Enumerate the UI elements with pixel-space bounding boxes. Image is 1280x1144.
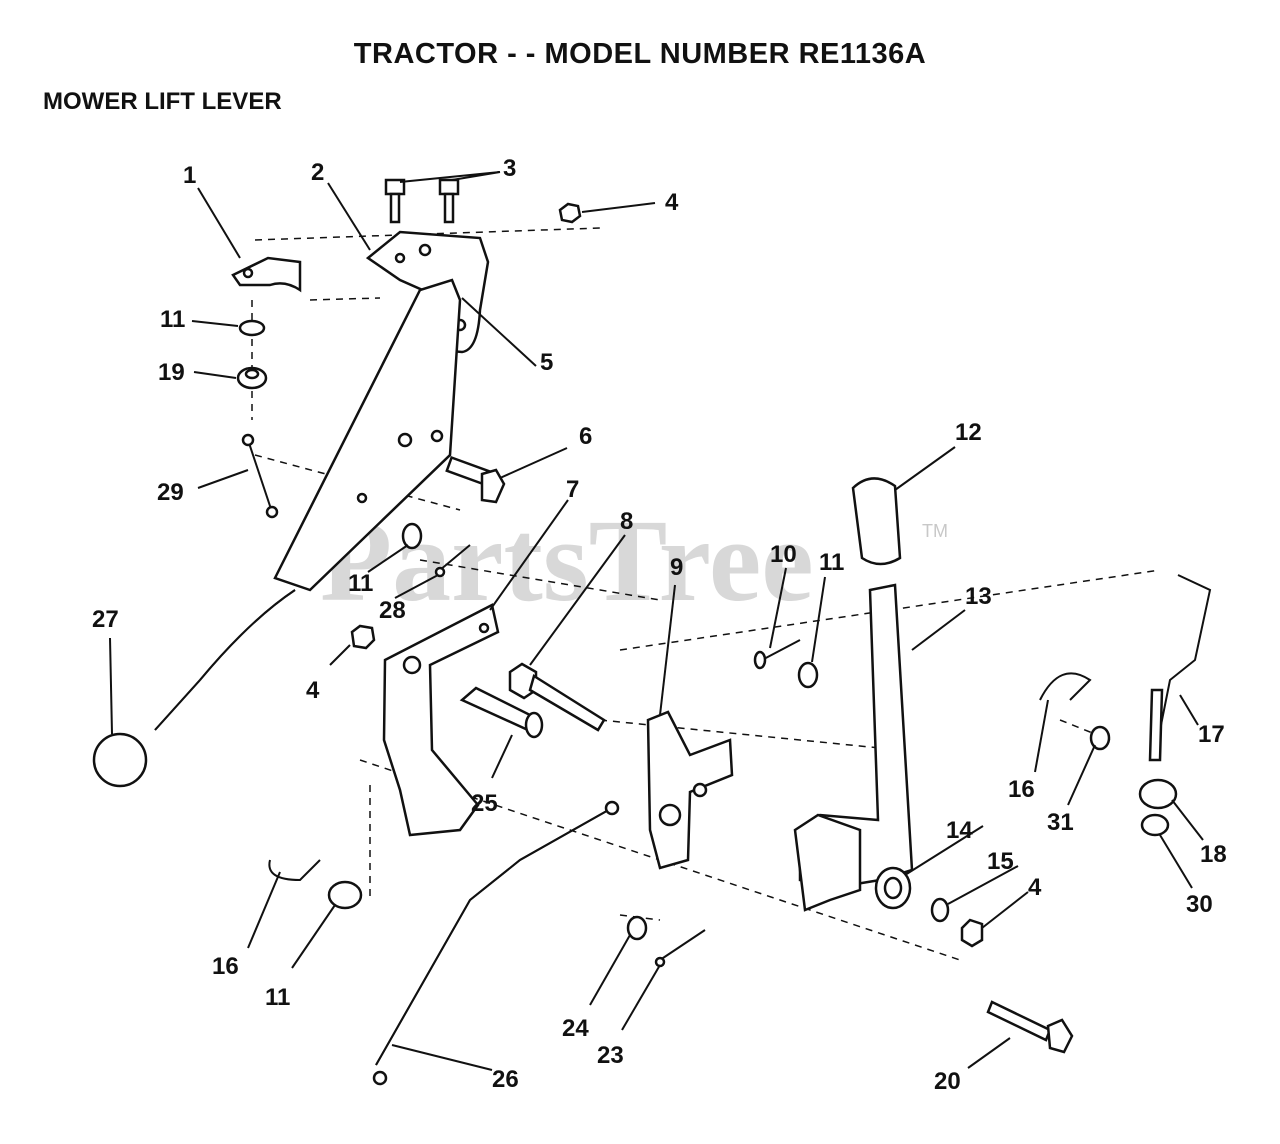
part-26-lift-rod[interactable] [372, 800, 620, 1086]
watermark-trademark: TM [922, 521, 948, 541]
part-5-lift-arm[interactable] [273, 278, 462, 592]
part-19-nut[interactable] [236, 366, 268, 390]
callout-6: 6 [579, 423, 592, 450]
section-title: MOWER LIFT LEVER [43, 88, 282, 115]
callout-30: 30 [1186, 891, 1213, 918]
part-4-nut-right[interactable] [960, 918, 984, 948]
callout-11-right: 11 [819, 549, 844, 576]
part-24-washer[interactable] [626, 915, 648, 941]
watermark-text: PartsTree [320, 495, 814, 626]
callout-11-mid: 11 [348, 570, 373, 597]
callout-15: 15 [987, 848, 1014, 875]
callout-12: 12 [955, 419, 982, 446]
part-15-washer[interactable] [930, 897, 950, 923]
part-17-rod[interactable] [1148, 574, 1212, 762]
part-1-clip[interactable] [231, 256, 302, 293]
part-11-washer-top[interactable] [238, 319, 266, 337]
callout-8: 8 [620, 508, 633, 535]
callout-20: 20 [934, 1068, 961, 1095]
part-31-washer[interactable] [1089, 725, 1111, 751]
page-title: TRACTOR - - MODEL NUMBER RE1136A [353, 38, 927, 70]
part-18-trunnion[interactable] [1138, 778, 1178, 810]
part-13-handle[interactable] [793, 583, 914, 912]
part-20-bolt[interactable] [986, 1000, 1074, 1054]
part-10-pin[interactable] [753, 639, 801, 670]
part-7-plate[interactable] [382, 603, 500, 837]
callout-24: 24 [562, 1015, 589, 1042]
part-9-pivot-plate[interactable] [646, 710, 734, 870]
part-16-hairpin-left[interactable] [268, 859, 321, 882]
part-27-cable-rod[interactable] [154, 589, 296, 731]
part-8-bolt[interactable] [508, 662, 606, 732]
part-3-bolts[interactable] [384, 178, 460, 224]
part-11-washer-bottom[interactable] [327, 880, 363, 910]
callout-labels: 1 2 3 4 4 4 5 6 7 8 9 10 11 11 11 11 12 … [92, 155, 1227, 1095]
part-23-pin[interactable] [654, 929, 706, 968]
part-11-washer-right[interactable] [797, 661, 819, 689]
part-28-pin[interactable] [434, 544, 471, 578]
callout-23: 23 [597, 1042, 624, 1069]
callout-5: 5 [540, 349, 553, 376]
part-16-hairpin-right[interactable] [1039, 672, 1092, 701]
callout-4-top: 4 [665, 189, 679, 216]
callout-1: 1 [183, 162, 196, 189]
callout-11-bottom: 11 [265, 984, 290, 1011]
callout-9: 9 [670, 554, 683, 581]
callout-25: 25 [471, 790, 498, 817]
callout-14: 14 [946, 817, 973, 844]
part-4-nut-mid[interactable] [350, 624, 376, 650]
callout-29: 29 [157, 479, 184, 506]
part-25-tube[interactable] [459, 686, 544, 739]
part-4-nut-top[interactable] [558, 202, 582, 224]
callout-11-top: 11 [160, 306, 185, 333]
part-27-knob[interactable] [92, 732, 148, 788]
callout-18: 18 [1200, 841, 1227, 868]
callout-3: 3 [503, 155, 516, 182]
callout-2: 2 [311, 159, 324, 186]
callout-31: 31 [1047, 809, 1074, 836]
callout-7: 7 [566, 476, 579, 503]
callout-4-right: 4 [1028, 874, 1042, 901]
part-6-bolt[interactable] [445, 455, 506, 504]
callout-17: 17 [1198, 721, 1225, 748]
leader-lines [109, 171, 1204, 1071]
callout-10: 10 [770, 541, 797, 568]
part-29-link[interactable] [241, 433, 279, 519]
part-11-washer-mid[interactable] [401, 522, 423, 550]
part-30-nut[interactable] [1140, 813, 1170, 837]
callout-16-left: 16 [212, 953, 239, 980]
callout-16-right: 16 [1008, 776, 1035, 803]
callout-26: 26 [492, 1066, 519, 1093]
callout-4-mid: 4 [306, 677, 320, 704]
callout-27: 27 [92, 606, 119, 633]
part-14-bushing[interactable] [874, 866, 912, 910]
callout-28: 28 [379, 597, 406, 624]
part-12-grip[interactable] [851, 477, 902, 566]
callout-19: 19 [158, 359, 185, 386]
callout-13: 13 [965, 583, 992, 610]
